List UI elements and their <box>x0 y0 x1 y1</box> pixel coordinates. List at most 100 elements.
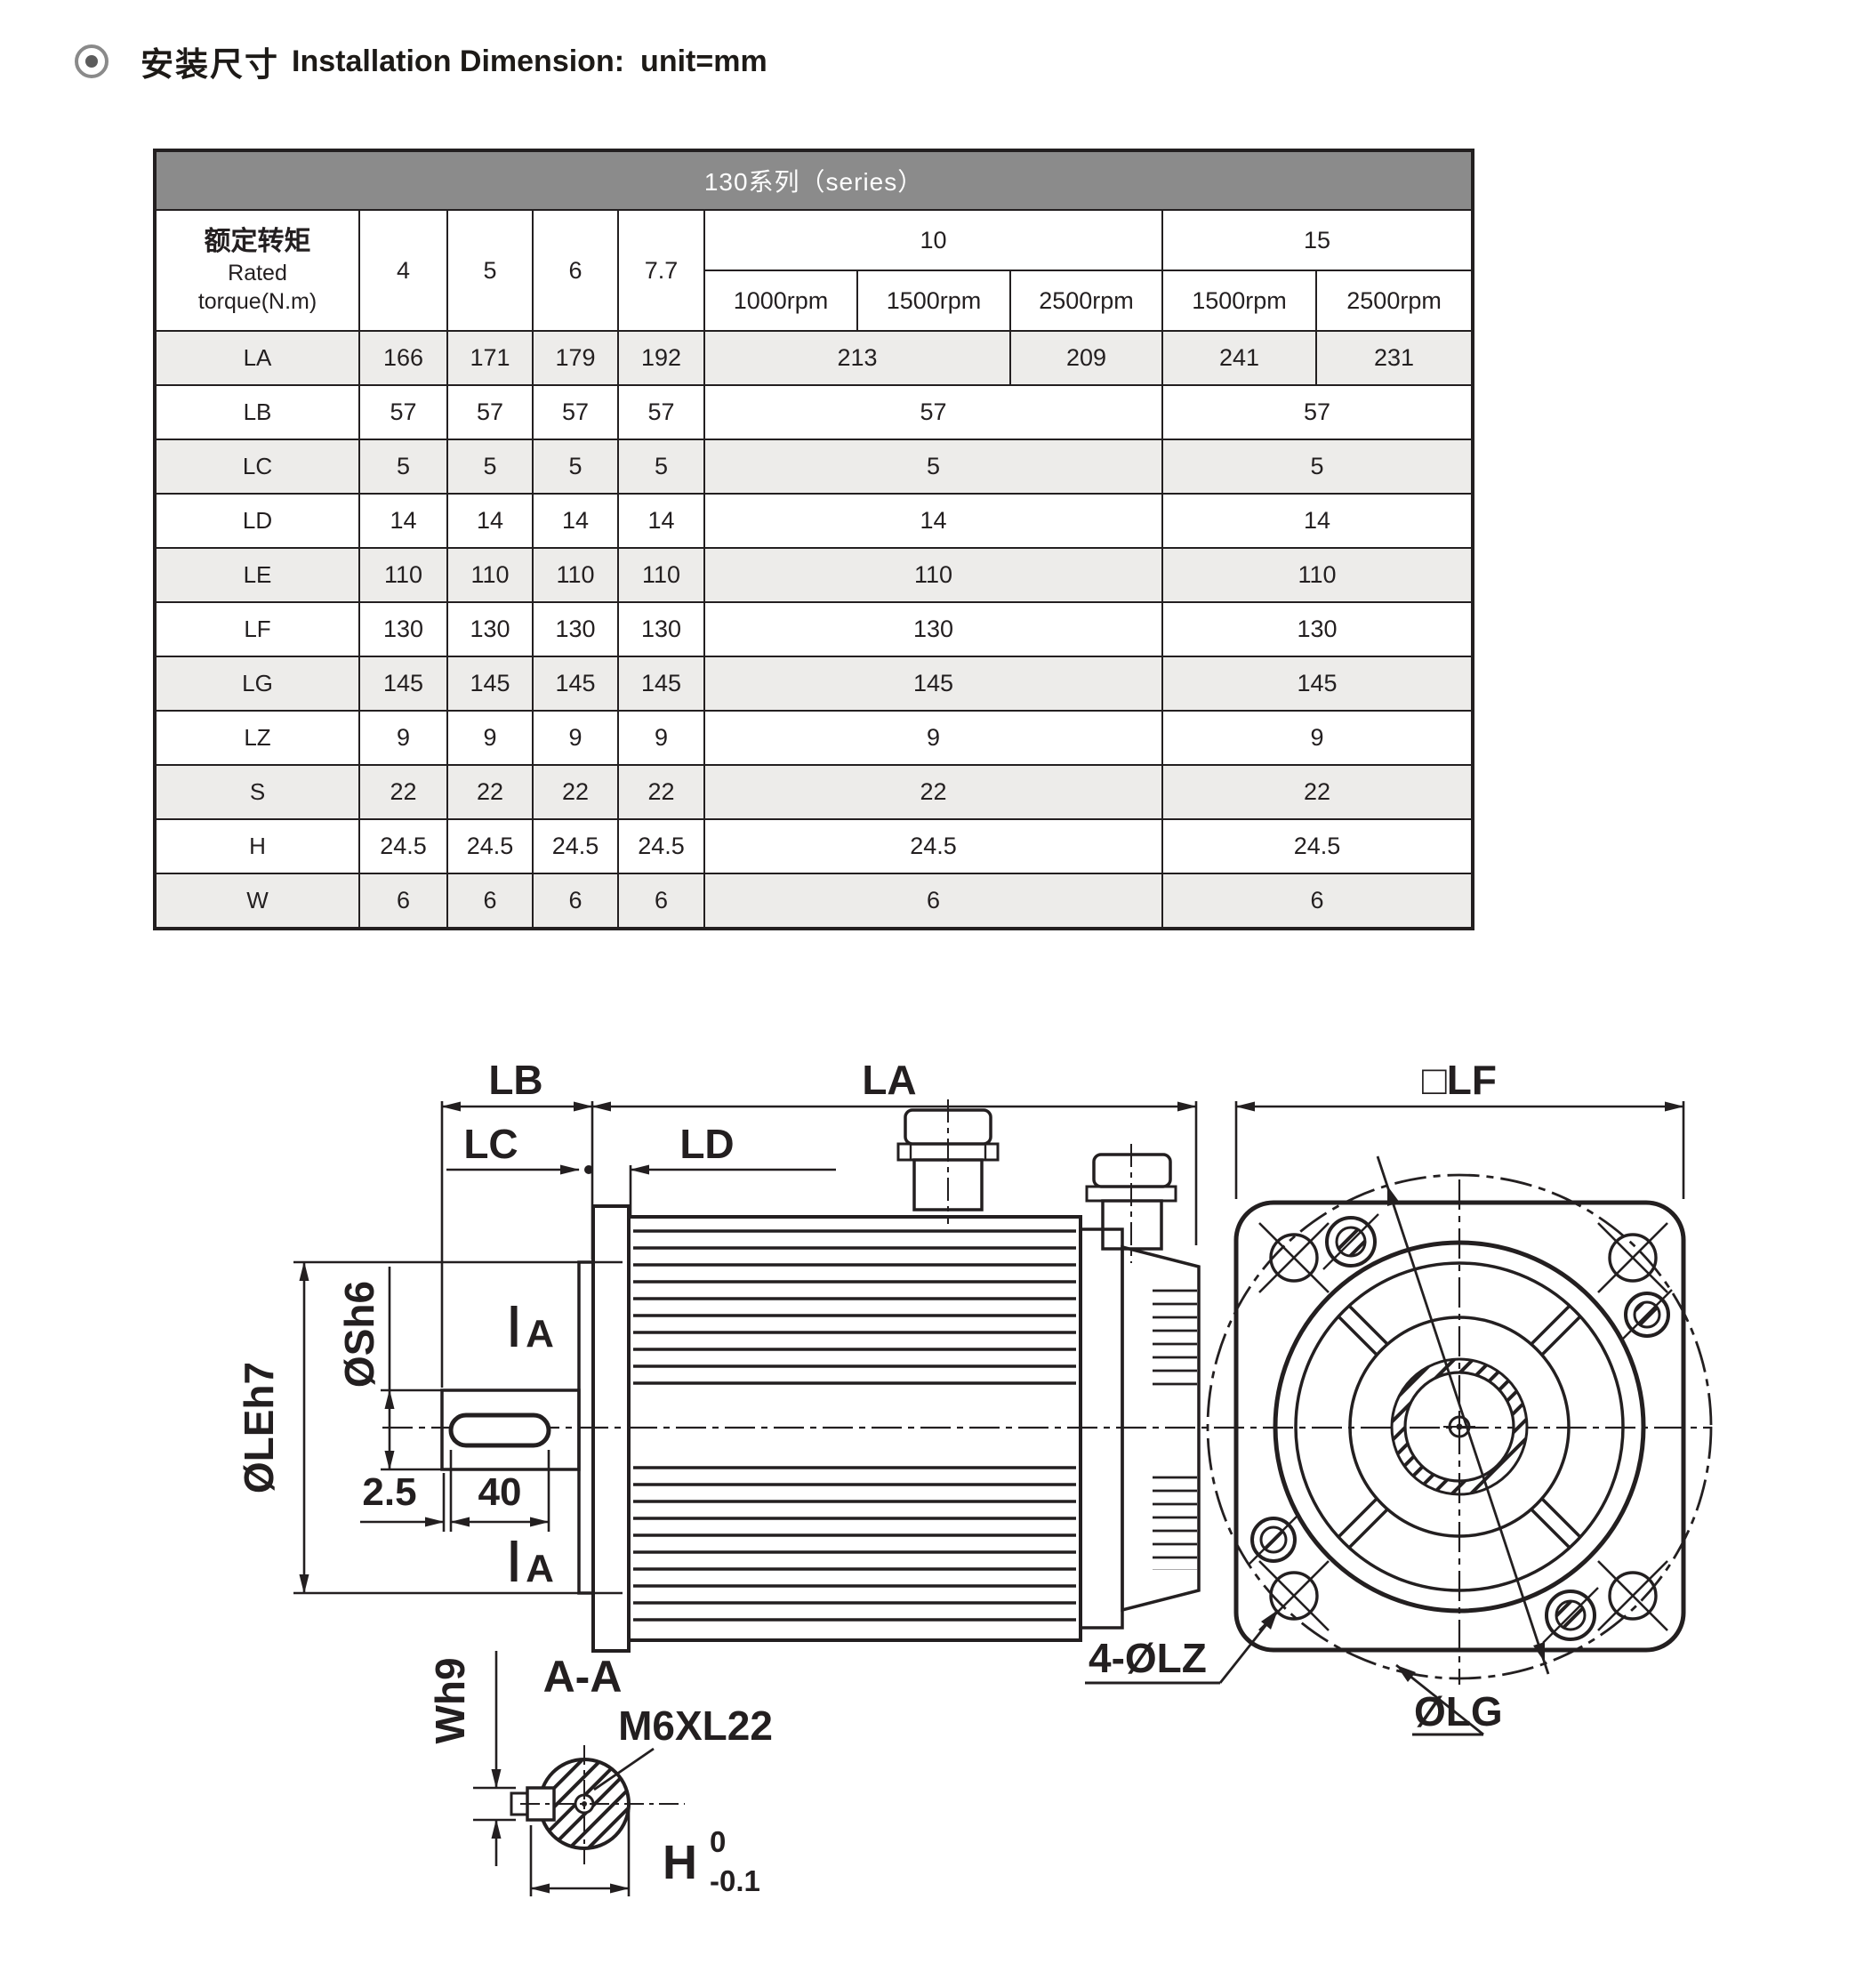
table-row: 130系列（series） <box>153 149 1474 211</box>
dim-value-cell: 110 <box>1161 547 1474 603</box>
table-row: 1000rpm 1500rpm 2500rpm 1500rpm 2500rpm <box>155 270 1474 332</box>
speed-col-header: 1500rpm <box>856 270 1011 332</box>
technical-drawing: LB LA LC LD ØSh6 ØLEh7 2.5 40 A A <box>236 1057 1713 1897</box>
torque-group-10-header: 10 <box>703 209 1163 271</box>
tolerance-lower: -0.1 <box>710 1864 760 1897</box>
dim-value-cell: 5 <box>446 439 534 495</box>
section-title: A-A <box>543 1652 623 1702</box>
encoder-fins-upper <box>1153 1288 1197 1395</box>
dim-value-cell: 14 <box>703 493 1163 549</box>
dim-value-cell: 130 <box>532 601 619 657</box>
torque-col-header: 5 <box>446 209 534 332</box>
dim-value-cell: 57 <box>358 384 448 440</box>
dim-row-label: W <box>154 873 360 930</box>
torque-col-header: 7.7 <box>617 209 705 332</box>
dim-value-cell: 22 <box>358 764 448 820</box>
speed-col-header: 1000rpm <box>703 270 858 332</box>
bullet-icon <box>75 44 108 78</box>
dim-value-cell: 57 <box>446 384 534 440</box>
dim-value-cell: 14 <box>617 493 705 549</box>
dim-value-cell: 110 <box>532 547 619 603</box>
power-connector <box>896 1099 1000 1224</box>
dim-row-label: LF <box>154 601 360 657</box>
dim-value-cell: 24.5 <box>1161 818 1474 874</box>
dim-value-cell: 130 <box>358 601 448 657</box>
dim-value-cell: 130 <box>703 601 1163 657</box>
dim-value-cell: 6 <box>1161 873 1474 930</box>
dim-value-cell: 5 <box>532 439 619 495</box>
dim-label-key-offset: 2.5 <box>362 1470 416 1514</box>
dim-value-cell: 171 <box>446 330 534 386</box>
dim-label-key-length: 40 <box>478 1470 522 1514</box>
dim-value-cell: 14 <box>532 493 619 549</box>
dim-value-cell: 110 <box>703 547 1163 603</box>
torque-group-15-header: 15 <box>1161 209 1474 271</box>
dim-value-cell: 130 <box>446 601 534 657</box>
dim-value-cell: 57 <box>1161 384 1474 440</box>
section-view-labels: A-A M6XL22 Wh9 H 0 -0.1 <box>427 1652 773 1897</box>
dim-value-cell: 145 <box>446 656 534 712</box>
dim-value-cell: 166 <box>358 330 448 386</box>
dim-value-cell: 110 <box>358 547 448 603</box>
dim-row-label: H <box>154 818 360 874</box>
dim-value-cell: 57 <box>532 384 619 440</box>
dim-value-cell: 9 <box>358 710 448 766</box>
encoder-cover <box>1121 1244 1201 1613</box>
spokes <box>1337 1304 1582 1549</box>
dim-value-cell: 14 <box>358 493 448 549</box>
dim-value-cell: 14 <box>446 493 534 549</box>
dim-value-cell: 22 <box>446 764 534 820</box>
dim-label-tap: M6XL22 <box>618 1702 773 1749</box>
installation-dimension-table: 130系列（series） 额定转矩 Rated torque(N.m) 4 5… <box>153 149 1475 930</box>
section-mark-a-top: A <box>526 1312 554 1356</box>
dim-value-cell: 9 <box>532 710 619 766</box>
dim-value-cell: 192 <box>617 330 705 386</box>
dim-label-key-height: H <box>663 1836 697 1889</box>
body-fins-lower <box>633 1464 1076 1635</box>
title-chinese: 安装尺寸 <box>141 46 279 83</box>
dim-value-cell: 57 <box>617 384 705 440</box>
title-english: Installation Dimension: <box>292 44 625 78</box>
dim-label-la: LA <box>862 1057 916 1103</box>
dim-row-label: S <box>154 764 360 820</box>
dim-value-cell: 9 <box>1161 710 1474 766</box>
shaft-keyway <box>448 1413 551 1448</box>
dim-value-cell: 24.5 <box>703 818 1163 874</box>
dim-label-shaft-diameter: ØSh6 <box>336 1281 382 1388</box>
tap-leader <box>593 1747 655 1791</box>
speed-col-header: 2500rpm <box>1009 270 1163 332</box>
dim-value-cell: 213 <box>703 330 1011 386</box>
dim-value-cell: 6 <box>446 873 534 930</box>
dim-label-lc: LC <box>463 1121 518 1167</box>
dim-label-bolt-circle: ØLG <box>1414 1688 1503 1734</box>
encoder-connector <box>1085 1144 1177 1263</box>
dim-value-cell: 6 <box>703 873 1163 930</box>
dim-value-cell: 57 <box>703 384 1163 440</box>
dim-label-holes: 4-ØLZ <box>1089 1635 1207 1681</box>
section-mark-a-bottom: A <box>526 1547 554 1590</box>
dim-value-cell: 24.5 <box>446 818 534 874</box>
front-view-dimensions <box>1085 1101 1685 1736</box>
dim-label-ld: LD <box>679 1121 734 1167</box>
dim-value-cell: 110 <box>617 547 705 603</box>
dim-value-cell: 6 <box>617 873 705 930</box>
dim-row-label: LG <box>154 656 360 712</box>
dim-value-cell: 14 <box>1161 493 1474 549</box>
dim-value-cell: 145 <box>703 656 1163 712</box>
section-dimensions <box>473 1651 631 1896</box>
torque-col-header: 4 <box>358 209 448 332</box>
dim-value-cell: 241 <box>1161 330 1317 386</box>
dim-value-cell: 24.5 <box>358 818 448 874</box>
dim-value-cell: 9 <box>617 710 705 766</box>
dim-value-cell: 9 <box>703 710 1163 766</box>
dim-value-cell: 24.5 <box>617 818 705 874</box>
